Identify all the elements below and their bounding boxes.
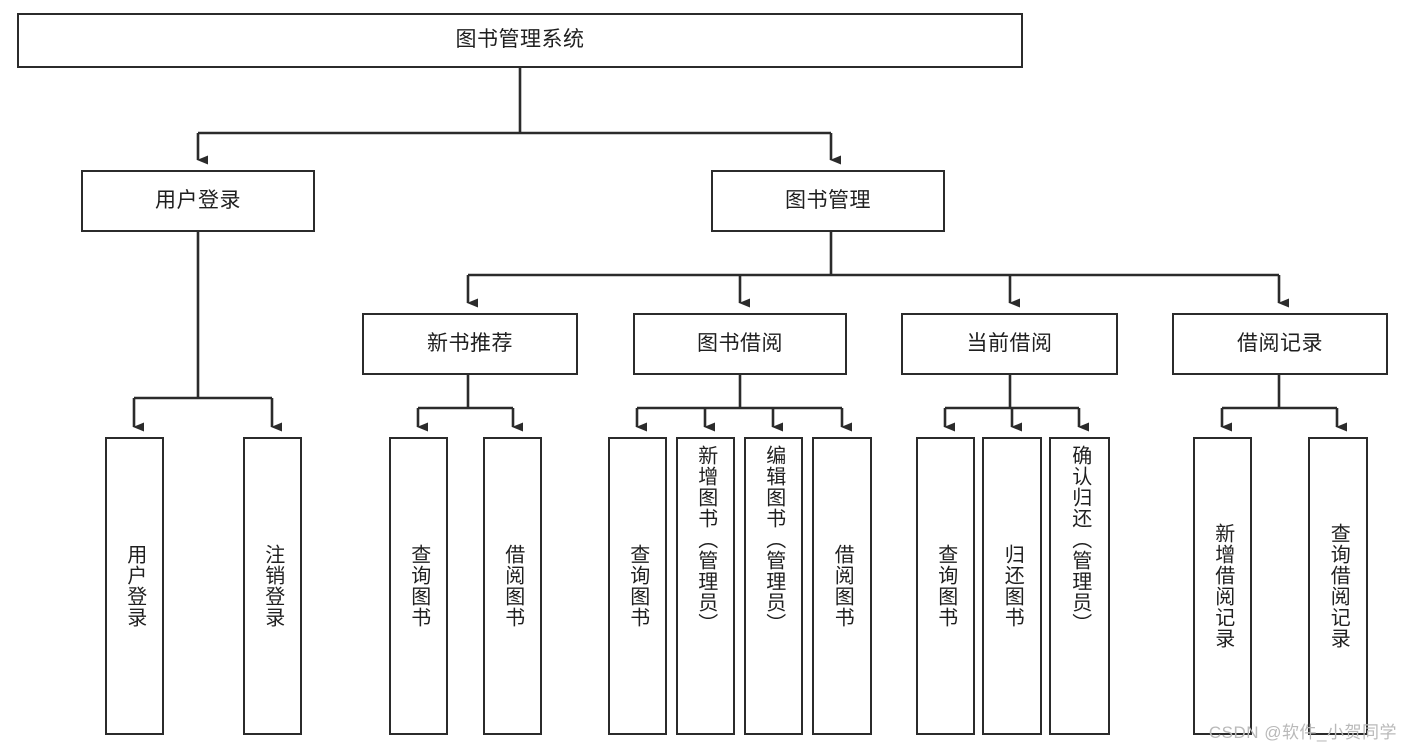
node-label: 新书推荐 bbox=[427, 331, 513, 355]
leaf-user-login-logout[interactable]: 注销登录 bbox=[243, 437, 302, 735]
leaf-borrow-edit-book-admin[interactable]: 编辑图书（管理员） bbox=[744, 437, 803, 735]
node-label: 图书管理 bbox=[785, 188, 871, 212]
node-label: 新增借阅记录 bbox=[1211, 523, 1234, 649]
node-borrow-records[interactable]: 借阅记录 bbox=[1172, 313, 1388, 375]
node-label: 查询图书 bbox=[934, 544, 957, 628]
node-label: 图书管理系统 bbox=[455, 28, 585, 52]
node-label: 注销登录 bbox=[261, 544, 284, 628]
leaf-current-confirm-return-admin[interactable]: 确认归还（管理员） bbox=[1049, 437, 1110, 735]
node-label: 图书借阅 bbox=[697, 331, 783, 355]
leaf-records-add-record[interactable]: 新增借阅记录 bbox=[1193, 437, 1252, 735]
node-current-borrow[interactable]: 当前借阅 bbox=[901, 313, 1118, 375]
node-book-borrow[interactable]: 图书借阅 bbox=[633, 313, 847, 375]
node-book-management[interactable]: 图书管理 bbox=[711, 170, 945, 232]
leaf-user-login-login[interactable]: 用户登录 bbox=[105, 437, 164, 735]
edges-borrow-to-leaves bbox=[635, 375, 852, 432]
leaf-records-query-record[interactable]: 查询借阅记录 bbox=[1308, 437, 1368, 735]
leaf-borrow-query-book[interactable]: 查询图书 bbox=[608, 437, 667, 735]
node-label: 新增图书（管理员） bbox=[694, 445, 717, 634]
leaf-borrow-add-book-admin[interactable]: 新增图书（管理员） bbox=[676, 437, 735, 735]
leaf-current-return-book[interactable]: 归还图书 bbox=[982, 437, 1042, 735]
leaf-new-book-query-book[interactable]: 查询图书 bbox=[389, 437, 448, 735]
edges-records-to-leaves bbox=[1220, 375, 1347, 432]
node-label: 编辑图书（管理员） bbox=[762, 445, 785, 634]
leaf-new-book-borrow-book[interactable]: 借阅图书 bbox=[483, 437, 542, 735]
node-user-login[interactable]: 用户登录 bbox=[81, 170, 315, 232]
node-label: 查询图书 bbox=[626, 544, 649, 628]
node-label: 确认归还（管理员） bbox=[1068, 445, 1091, 634]
node-label: 查询借阅记录 bbox=[1327, 523, 1350, 649]
node-label: 借阅记录 bbox=[1237, 331, 1323, 355]
node-label: 归还图书 bbox=[1001, 544, 1024, 628]
edges-booklogin-to-leaves bbox=[132, 232, 282, 432]
node-label: 借阅图书 bbox=[501, 544, 524, 628]
node-label: 用户登录 bbox=[123, 544, 146, 628]
leaf-current-query-book[interactable]: 查询图书 bbox=[916, 437, 975, 735]
node-new-book-recommend[interactable]: 新书推荐 bbox=[362, 313, 578, 375]
edges-newbook-to-leaves bbox=[416, 375, 523, 432]
node-label: 用户登录 bbox=[155, 188, 241, 212]
node-root-book-management-system[interactable]: 图书管理系统 bbox=[17, 13, 1023, 68]
leaf-borrow-borrow-book[interactable]: 借阅图书 bbox=[812, 437, 872, 735]
node-label: 当前借阅 bbox=[966, 331, 1053, 355]
edges-root-to-level2 bbox=[196, 68, 841, 165]
node-label: 借阅图书 bbox=[831, 544, 854, 628]
edges-bookmgmt-to-level3 bbox=[466, 232, 1289, 308]
edges-current-to-leaves bbox=[943, 375, 1089, 432]
node-label: 查询图书 bbox=[407, 544, 430, 628]
